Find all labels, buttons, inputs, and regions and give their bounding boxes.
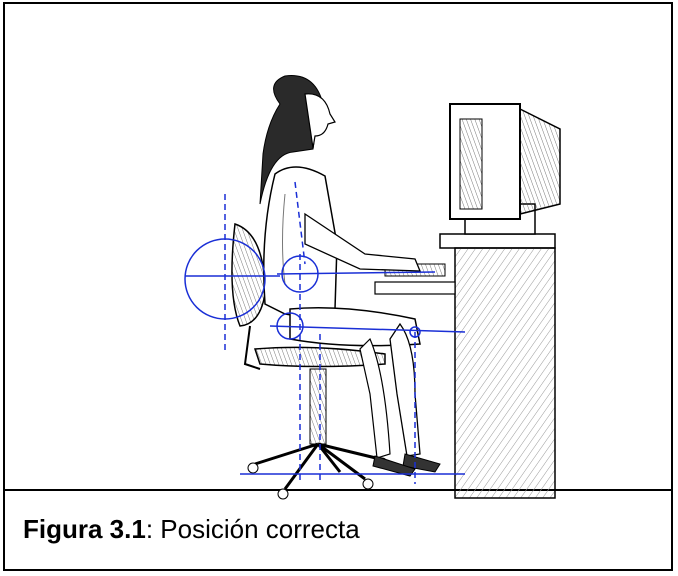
ergonomic-posture-illustration (184, 75, 561, 500)
chair (231, 222, 388, 500)
monitor (449, 103, 561, 235)
figure-cell (5, 4, 671, 500)
caption-text: Posición correcta (153, 514, 360, 544)
ergonomic-guide-lines (184, 181, 466, 484)
figure-table: Figura 3.1: Posición correcta (3, 2, 673, 571)
caption-label: Figura 3.1 (23, 514, 146, 544)
seated-person (259, 75, 441, 477)
caption-cell: Figura 3.1: Posición correcta (5, 491, 671, 569)
figure-caption: Figura 3.1: Posición correcta (23, 516, 360, 542)
desk (374, 233, 556, 499)
caption-separator: : (145, 514, 154, 544)
